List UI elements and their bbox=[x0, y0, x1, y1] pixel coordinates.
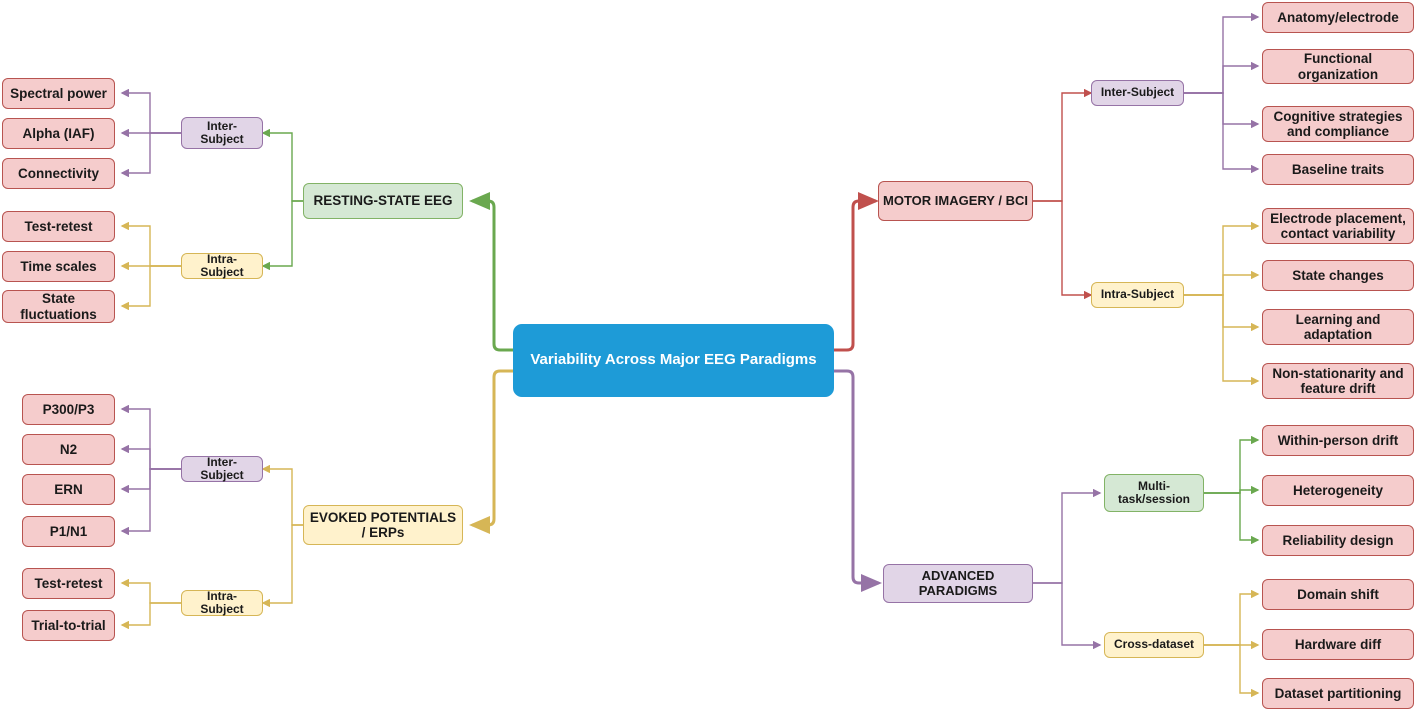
edge-erp-inter-leaves bbox=[120, 404, 181, 536]
edge-motor-intra-leaves bbox=[1184, 221, 1260, 386]
leaf-baseline-traits[interactable]: Baseline traits bbox=[1262, 154, 1414, 185]
leaf-label: Reliability design bbox=[1282, 532, 1394, 548]
edge-motor-to-intra bbox=[1033, 200, 1093, 300]
leaf-learning-and-adaptation[interactable]: Learning and adaptation bbox=[1262, 309, 1414, 345]
leaf-label: Trial-to-trial bbox=[31, 617, 106, 633]
branch-motor-imagery-bci[interactable]: MOTOR IMAGERY / BCI bbox=[878, 181, 1033, 221]
edge-motor-inter-leaves bbox=[1184, 12, 1260, 174]
leaf-state-fluctuations[interactable]: State fluctuations bbox=[2, 290, 115, 323]
leaf-non-stationarity-feature-drift[interactable]: Non-stationarity and feature drift bbox=[1262, 363, 1414, 399]
leaf-ern[interactable]: ERN bbox=[22, 474, 115, 505]
leaf-label: Within-person drift bbox=[1277, 432, 1399, 448]
group-motor-inter-subject-label: Inter-Subject bbox=[1100, 85, 1175, 100]
leaf-label: Dataset partitioning bbox=[1274, 685, 1402, 701]
leaf-functional-organization[interactable]: Functional organization bbox=[1262, 49, 1414, 84]
leaf-label: Domain shift bbox=[1297, 586, 1379, 602]
leaf-label: Hardware diff bbox=[1294, 636, 1382, 652]
leaf-label: P300/P3 bbox=[42, 401, 95, 417]
leaf-label: Non-stationarity and feature drift bbox=[1272, 365, 1404, 396]
edge-erp-intra-leaves bbox=[120, 578, 181, 630]
leaf-spectral-power[interactable]: Spectral power bbox=[2, 78, 115, 109]
leaf-p1-n1[interactable]: P1/N1 bbox=[22, 516, 115, 547]
group-resting-intra-subject[interactable]: Intra-Subject bbox=[181, 251, 263, 279]
leaf-label: Functional organization bbox=[1297, 51, 1379, 82]
edge-resting-inter-leaves bbox=[120, 88, 181, 178]
leaf-label: State changes bbox=[1292, 267, 1384, 283]
branch-advanced-paradigms-label: ADVANCED PARADIGMS bbox=[918, 567, 998, 598]
leaf-label: Test-retest bbox=[34, 575, 103, 591]
group-cross-dataset[interactable]: Cross-dataset bbox=[1104, 632, 1204, 658]
leaf-label: Spectral power bbox=[10, 85, 107, 101]
edge-center-to-motor bbox=[834, 192, 879, 352]
group-erp-inter-subject-label: Inter-Subject bbox=[200, 454, 244, 482]
group-erp-inter-subject[interactable]: Inter-Subject bbox=[181, 454, 263, 482]
edge-resting-to-inter bbox=[261, 128, 303, 202]
group-motor-intra-subject-label: Intra-Subject bbox=[1100, 287, 1175, 302]
edge-erp-to-intra bbox=[261, 524, 303, 608]
leaf-heterogeneity[interactable]: Heterogeneity bbox=[1262, 475, 1414, 506]
edge-advanced-to-crossdataset bbox=[1033, 582, 1102, 650]
edge-center-to-advanced bbox=[834, 369, 882, 592]
leaf-label: P1/N1 bbox=[49, 523, 88, 539]
edge-center-to-resting bbox=[469, 192, 513, 352]
leaf-cognitive-strategies-compliance[interactable]: Cognitive strategies and compliance bbox=[1262, 106, 1414, 142]
edge-resting-to-intra bbox=[261, 200, 303, 271]
edge-center-to-erp bbox=[469, 369, 513, 534]
leaf-reliability-design[interactable]: Reliability design bbox=[1262, 525, 1414, 556]
leaf-label: Time scales bbox=[20, 258, 97, 274]
edge-multitask-leaves bbox=[1204, 435, 1260, 545]
edge-crossdataset-leaves bbox=[1204, 589, 1260, 698]
group-erp-intra-subject[interactable]: Intra-Subject bbox=[181, 588, 263, 616]
leaf-label: ERN bbox=[54, 481, 83, 497]
group-resting-intra-subject-label: Intra-Subject bbox=[200, 251, 244, 279]
leaf-time-scales[interactable]: Time scales bbox=[2, 251, 115, 282]
leaf-domain-shift[interactable]: Domain shift bbox=[1262, 579, 1414, 610]
edge-motor-to-inter bbox=[1033, 88, 1093, 202]
branch-resting-state-eeg[interactable]: RESTING-STATE EEG bbox=[303, 183, 463, 219]
leaf-trial-to-trial[interactable]: Trial-to-trial bbox=[22, 610, 115, 641]
group-cross-dataset-label: Cross-dataset bbox=[1113, 637, 1195, 652]
leaf-label: Cognitive strategies and compliance bbox=[1273, 108, 1403, 139]
leaf-label: Electrode placement, contact variability bbox=[1270, 210, 1406, 241]
leaf-label: Test-retest bbox=[24, 218, 93, 234]
group-erp-intra-subject-label: Intra-Subject bbox=[200, 588, 244, 616]
branch-motor-imagery-bci-label: MOTOR IMAGERY / BCI bbox=[883, 192, 1028, 208]
branch-evoked-potentials-erps[interactable]: EVOKED POTENTIALS / ERPs bbox=[303, 505, 463, 545]
leaf-test-retest-erp[interactable]: Test-retest bbox=[22, 568, 115, 599]
branch-advanced-paradigms[interactable]: ADVANCED PARADIGMS bbox=[883, 564, 1033, 603]
edge-erp-to-inter bbox=[261, 464, 303, 526]
leaf-label: Connectivity bbox=[17, 165, 99, 181]
group-multi-task-session-label: Multi-task/session bbox=[1117, 478, 1191, 506]
branch-evoked-potentials-erps-label: EVOKED POTENTIALS / ERPs bbox=[309, 509, 457, 540]
leaf-dataset-partitioning[interactable]: Dataset partitioning bbox=[1262, 678, 1414, 709]
group-resting-inter-subject[interactable]: Inter-Subject bbox=[181, 117, 263, 149]
leaf-state-changes[interactable]: State changes bbox=[1262, 260, 1414, 291]
edge-resting-intra-leaves bbox=[120, 221, 181, 311]
leaf-label: Alpha (IAF) bbox=[22, 125, 95, 141]
leaf-electrode-placement-contact-variability[interactable]: Electrode placement, contact variability bbox=[1262, 208, 1414, 244]
leaf-p300-p3[interactable]: P300/P3 bbox=[22, 394, 115, 425]
leaf-label: Learning and adaptation bbox=[1295, 311, 1381, 342]
group-resting-inter-subject-label: Inter-Subject bbox=[200, 118, 244, 146]
leaf-connectivity[interactable]: Connectivity bbox=[2, 158, 115, 189]
center-node[interactable]: Variability Across Major EEG Paradigms bbox=[513, 324, 834, 397]
leaf-within-person-drift[interactable]: Within-person drift bbox=[1262, 425, 1414, 456]
leaf-n2[interactable]: N2 bbox=[22, 434, 115, 465]
leaf-label: Anatomy/electrode bbox=[1277, 9, 1399, 25]
group-motor-inter-subject[interactable]: Inter-Subject bbox=[1091, 80, 1184, 106]
group-multi-task-session[interactable]: Multi-task/session bbox=[1104, 474, 1204, 512]
edge-advanced-to-multitask bbox=[1033, 488, 1102, 584]
branch-resting-state-eeg-label: RESTING-STATE EEG bbox=[313, 193, 453, 209]
leaf-alpha-iaf[interactable]: Alpha (IAF) bbox=[2, 118, 115, 149]
leaf-label: N2 bbox=[59, 441, 78, 457]
leaf-test-retest-resting[interactable]: Test-retest bbox=[2, 211, 115, 242]
leaf-hardware-diff[interactable]: Hardware diff bbox=[1262, 629, 1414, 660]
leaf-label: State fluctuations bbox=[20, 291, 97, 322]
leaf-label: Baseline traits bbox=[1291, 161, 1385, 177]
center-node-label: Variability Across Major EEG Paradigms bbox=[530, 351, 817, 369]
leaf-label: Heterogeneity bbox=[1292, 482, 1384, 498]
group-motor-intra-subject[interactable]: Intra-Subject bbox=[1091, 282, 1184, 308]
leaf-anatomy-electrode[interactable]: Anatomy/electrode bbox=[1262, 2, 1414, 33]
